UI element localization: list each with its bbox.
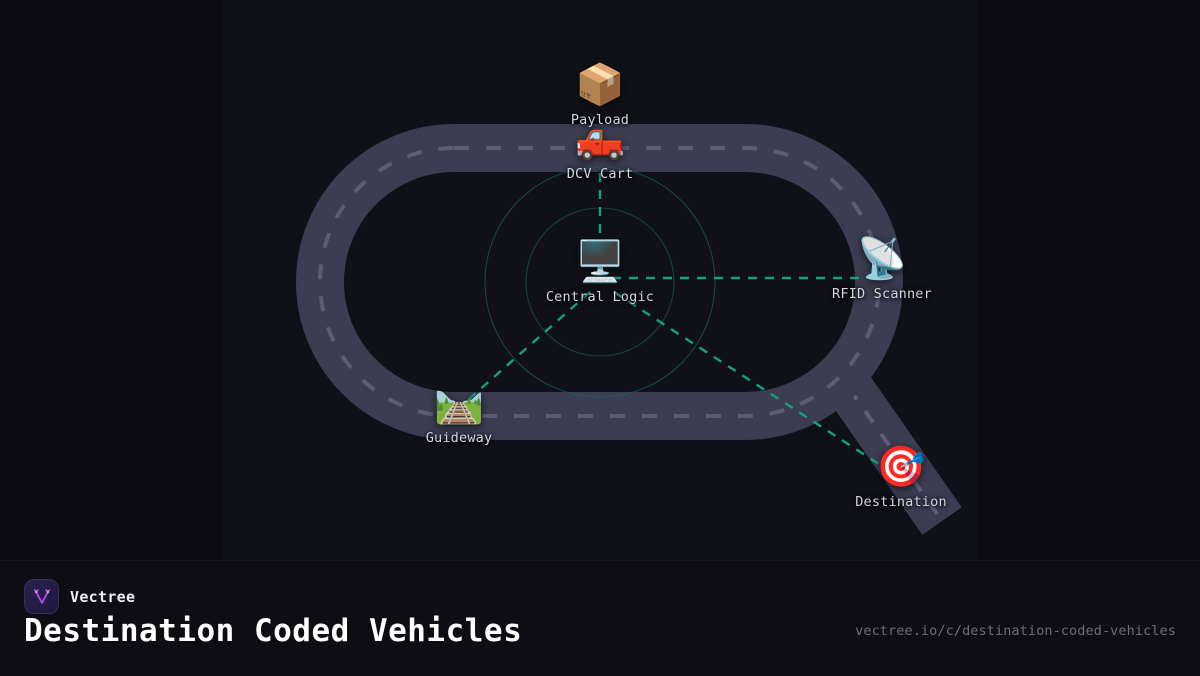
node-destination[interactable]: 🎯 Destination xyxy=(806,444,996,510)
package-box-icon: 📦 xyxy=(575,62,625,108)
vectree-v-logo-icon xyxy=(24,579,59,614)
brand-name: Vectree xyxy=(70,587,136,606)
node-label-rfid-scanner: RFID Scanner xyxy=(832,286,932,302)
node-rfid-scanner[interactable]: 📡 RFID Scanner xyxy=(787,236,977,302)
direct-hit-target-icon: 🎯 xyxy=(876,444,926,490)
railway-track-icon: 🛤️ xyxy=(434,380,484,426)
node-label-dcv-cart: DCV Cart xyxy=(566,166,634,182)
footer-url: vectree.io/c/destination-coded-vehicles xyxy=(855,623,1176,639)
node-label-central-logic: Central Logic xyxy=(545,289,655,305)
desktop-computer-icon: 🖥️ xyxy=(575,239,625,285)
node-label-destination: Destination xyxy=(855,494,947,510)
page-title: Destination Coded Vehicles xyxy=(24,613,523,649)
node-central-logic[interactable]: 🖥️ Central Logic xyxy=(505,239,695,305)
brand[interactable]: Vectree xyxy=(24,579,135,614)
page-footer: Vectree Destination Coded Vehicles vectr… xyxy=(0,560,1200,676)
node-payload[interactable]: 📦 Payload xyxy=(505,62,695,128)
node-guideway[interactable]: 🛤️ Guideway xyxy=(364,380,554,446)
node-label-payload: Payload xyxy=(570,112,630,128)
pickup-truck-icon: 🛻 xyxy=(575,116,625,162)
node-dcv-cart[interactable]: 🛻 DCV Cart xyxy=(505,116,695,182)
node-label-guideway: Guideway xyxy=(425,430,493,446)
satellite-antenna-icon: 📡 xyxy=(857,236,907,282)
